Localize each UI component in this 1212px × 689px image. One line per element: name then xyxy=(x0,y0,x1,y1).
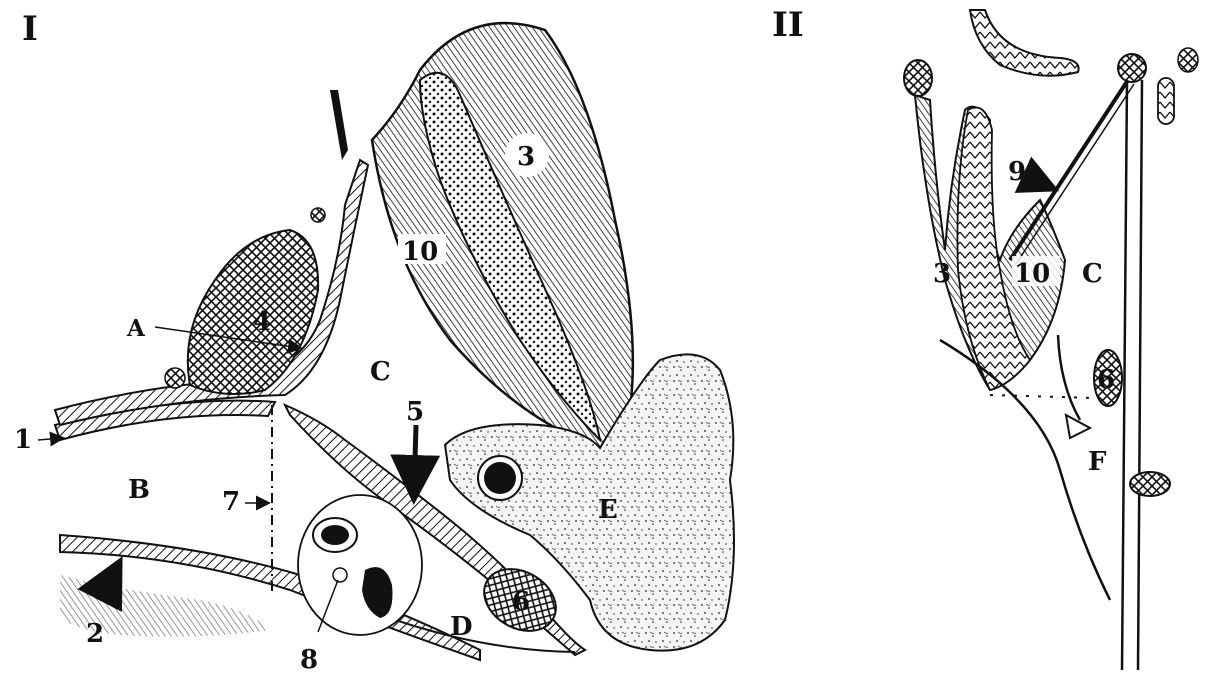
label-ii-3: 3 xyxy=(933,259,951,289)
strut-inner xyxy=(1016,84,1134,264)
inclusion-core xyxy=(321,525,349,545)
label-ii-10: 10 xyxy=(1014,259,1050,289)
sweep-contour xyxy=(940,340,1110,600)
label-ii-6: 6 xyxy=(1097,365,1115,395)
label-6: 6 xyxy=(512,587,530,617)
label-ii-f: F xyxy=(1088,447,1107,477)
knob-top-left xyxy=(904,60,932,96)
panel-two-label: II xyxy=(772,5,804,45)
label-1: 1 xyxy=(14,425,32,455)
side-knob xyxy=(1178,48,1198,72)
label-b: B xyxy=(128,475,150,505)
label-3: 3 xyxy=(517,142,535,172)
label-10: 10 xyxy=(402,237,438,267)
arrow-five xyxy=(414,425,416,495)
leader-one xyxy=(38,438,62,440)
label-2: 2 xyxy=(86,619,104,649)
side-coil xyxy=(1158,78,1174,124)
label-4: 4 xyxy=(253,307,271,337)
label-ii-9: 9 xyxy=(1008,157,1026,187)
label-ii-c: C xyxy=(1082,259,1103,289)
label-8: 8 xyxy=(300,645,318,675)
panel-two: II 9 3 10 C 6 F xyxy=(772,5,1198,670)
arrow-nine xyxy=(1030,178,1052,188)
vessel-core xyxy=(484,462,516,494)
rod-cap-top xyxy=(1118,54,1146,82)
flow-arrow-f xyxy=(1058,335,1080,420)
label-c: C xyxy=(370,357,391,387)
rod-right xyxy=(1138,80,1142,670)
label-d: D xyxy=(450,612,473,642)
label-e: E xyxy=(598,495,618,525)
strut xyxy=(1010,80,1128,260)
capsule xyxy=(298,495,422,635)
panel-one-label: I xyxy=(22,9,38,49)
label-7: 7 xyxy=(222,487,240,517)
vertical-stalk xyxy=(330,90,348,160)
panel-one: I xyxy=(14,9,734,675)
dotted-path xyxy=(990,395,1095,398)
top-band xyxy=(970,10,1079,76)
rod-clip xyxy=(1130,472,1170,496)
small-nodule xyxy=(165,368,185,388)
inclusion-small xyxy=(333,568,347,582)
small-nodule-top xyxy=(311,208,325,222)
label-5: 5 xyxy=(406,397,424,427)
label-a: A xyxy=(126,315,146,342)
